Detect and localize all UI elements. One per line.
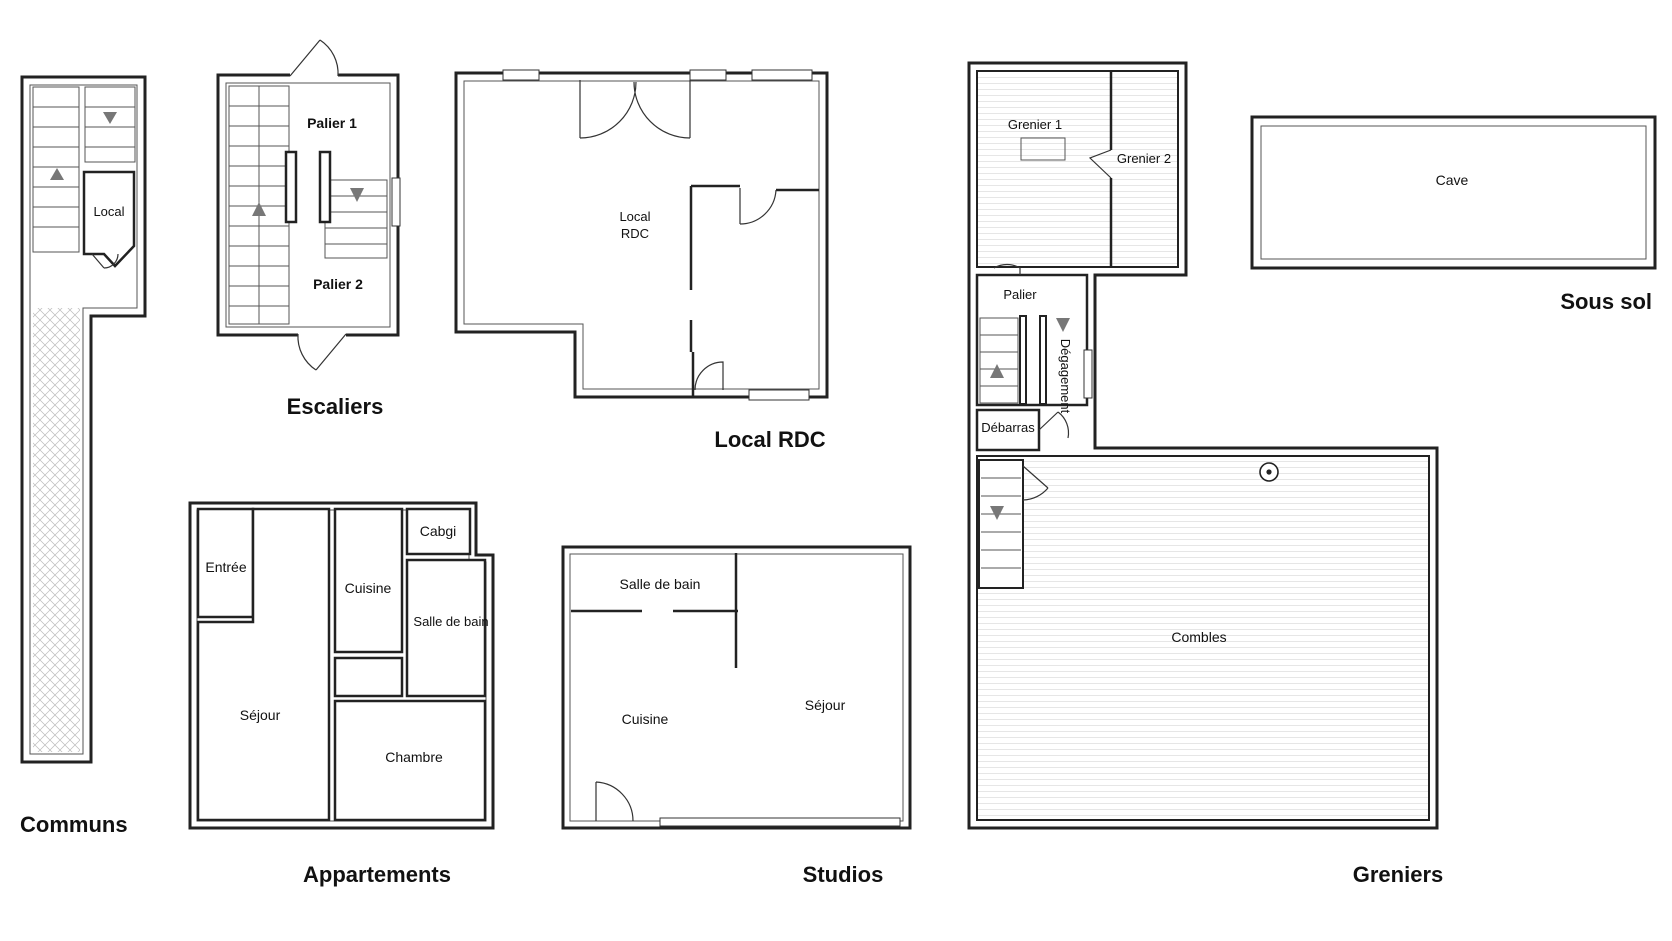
stair-down-arrow (350, 188, 364, 202)
greniers-grenier2-label: Grenier 2 (1117, 151, 1171, 166)
appartements-cuisine-annex (333, 656, 404, 698)
studios-title: Studios (803, 862, 884, 887)
appartements-sejour-label: Séjour (240, 707, 281, 723)
appartements-chambre-label: Chambre (385, 749, 443, 765)
greniers-palier-room (975, 273, 1089, 407)
appartements-title: Appartements (303, 862, 451, 887)
local-rdc-title: Local RDC (714, 427, 825, 452)
escaliers-title: Escaliers (287, 394, 384, 419)
local-rdc-window-1 (502, 69, 540, 81)
appartements-salle-de-bain-label: Salle de bain (413, 614, 488, 629)
greniers-grenier2-door (1088, 149, 1112, 179)
plan-communs: Local Communs (20, 75, 147, 837)
studios-window-strip (659, 817, 901, 827)
greniers-upper-block (976, 70, 1179, 268)
communs-inner-outline (29, 84, 138, 755)
stair-down-arrow (1056, 318, 1070, 332)
greniers-stairs-lower (978, 459, 1024, 589)
sous-sol-title: Sous sol (1560, 289, 1652, 314)
local-rdc-label-line1: Local (619, 209, 650, 224)
appartements-entree-label: Entrée (205, 559, 246, 575)
communs-hatched-corridor (33, 308, 80, 752)
studios-partitions (571, 553, 738, 668)
communs-local-door (91, 253, 119, 269)
escaliers-window (391, 177, 401, 227)
local-rdc-outer-wall (454, 71, 829, 399)
plan-local-rdc: Local RDC Local RDC (454, 69, 829, 452)
local-rdc-window-3 (751, 69, 813, 81)
local-rdc-window-4 (748, 389, 810, 401)
escaliers-top-opening (290, 70, 338, 80)
greniers-grenier1-label: Grenier 1 (1008, 117, 1062, 132)
plan-studios: Salle de bain Cuisine Séjour Studios (561, 545, 912, 887)
appartements-sejour-room (196, 507, 331, 822)
plan-appartements: Entrée Séjour Cuisine Cabgi Salle de bai… (188, 501, 495, 887)
escaliers-palier1-label: Palier 1 (307, 115, 357, 131)
greniers-debarras-door (1038, 411, 1070, 439)
appartements-cabgi-room (405, 507, 472, 556)
studios-outer-wall (561, 545, 912, 830)
local-rdc-entrance-double-door (579, 80, 691, 139)
stair-up-arrow (990, 364, 1004, 378)
stair-down-arrow (103, 112, 117, 124)
escaliers-bottom-opening (298, 330, 346, 340)
greniers-roof-hatch-symbol (1259, 462, 1279, 482)
local-rdc-label-line2: RDC (621, 226, 649, 241)
stair-down-arrow (990, 506, 1004, 520)
local-rdc-rear-door (694, 361, 724, 391)
greniers-combles-door (1022, 465, 1049, 501)
appartements-cuisine-room (333, 507, 404, 654)
local-rdc-window-2 (689, 69, 727, 81)
greniers-palier-door (993, 263, 1021, 275)
escaliers-palier2-label: Palier 2 (313, 276, 363, 292)
greniers-grenier1-hatch (1020, 137, 1066, 161)
stair-up-arrow (252, 202, 266, 216)
greniers-debarras-label: Débarras (981, 420, 1035, 435)
sous-sol-inner-outline (1260, 125, 1647, 260)
stair-up-arrow (50, 168, 64, 180)
local-rdc-inner-door (739, 188, 777, 225)
local-rdc-inner-outline (463, 80, 820, 390)
escaliers-stair-wall-left (284, 150, 298, 224)
communs-local-room (82, 170, 136, 268)
escaliers-stair-wall-right (318, 150, 332, 224)
greniers-degagement-window (1083, 349, 1093, 399)
appartements-entree-room (196, 507, 255, 619)
escaliers-top-door (289, 39, 339, 77)
escaliers-bottom-door (297, 333, 347, 371)
appartements-salle-de-bain-room (405, 558, 487, 698)
studios-entrance-door (595, 781, 634, 822)
communs-stairs (32, 86, 136, 253)
appartements-cabgi-label: Cabgi (420, 523, 457, 539)
greniers-title: Greniers (1353, 862, 1444, 887)
studios-salle-de-bain-label: Salle de bain (620, 576, 701, 592)
greniers-combles-room (976, 455, 1430, 821)
greniers-degagement-label: Dégagement (1058, 339, 1073, 414)
sous-sol-cave-label: Cave (1436, 172, 1469, 188)
escaliers-outer-wall (216, 73, 400, 337)
appartements-cuisine-label: Cuisine (345, 580, 392, 596)
plan-escaliers: Palier 1 Palier 2 Escaliers (216, 39, 401, 419)
escaliers-inner-outline (225, 82, 391, 328)
studios-sejour-label: Séjour (805, 697, 846, 713)
communs-local-label: Local (93, 204, 124, 219)
greniers-combles-label: Combles (1171, 629, 1226, 645)
sous-sol-outer-wall (1250, 115, 1657, 270)
appartements-chambre-room (333, 699, 487, 822)
plan-greniers: Grenier 1 Grenier 2 Palier Dégagement Dé… (967, 61, 1444, 887)
greniers-palier-label: Palier (1003, 287, 1037, 302)
local-rdc-partition (689, 184, 819, 396)
communs-title: Communs (20, 812, 128, 837)
studios-cuisine-label: Cuisine (622, 711, 669, 727)
greniers-stairs-upper (979, 315, 1047, 405)
plan-sous-sol: Cave Sous sol (1250, 115, 1657, 314)
studios-inner-outline (569, 553, 904, 822)
